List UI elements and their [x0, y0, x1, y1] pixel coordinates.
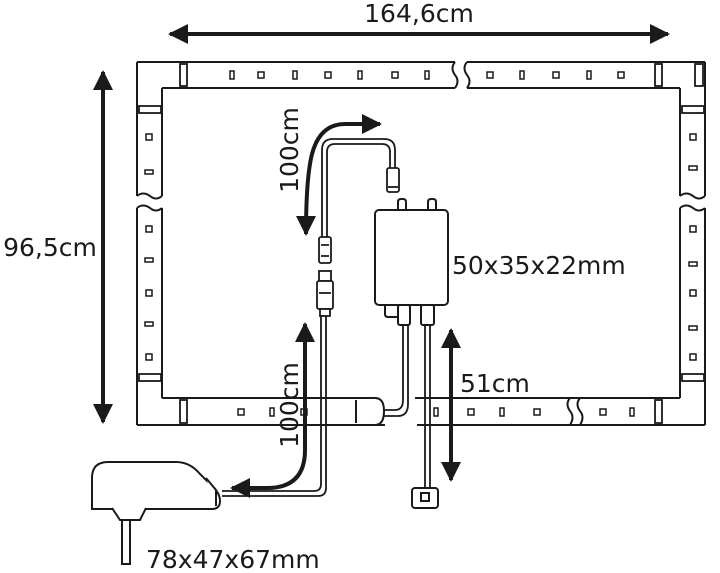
- led-chips-left: [144, 133, 154, 361]
- power-supply-label: 78x47x67mm: [146, 545, 320, 573]
- lower-cable-arrow: [230, 322, 315, 498]
- top-plug: [386, 167, 400, 193]
- upper-cable-arrow: [296, 114, 382, 236]
- power-supply: [91, 461, 222, 565]
- corner-connectors: [138, 63, 705, 424]
- dimension-arrows: [93, 24, 670, 498]
- controller-dimension-label: 50x35x22mm: [452, 251, 626, 280]
- sensor-module: [411, 487, 439, 509]
- height-label: 96,5cm: [3, 233, 97, 262]
- upper-cable-label: 100cm: [275, 107, 304, 193]
- led-chips-right: [688, 133, 698, 361]
- sensor-cable-label: 51cm: [460, 369, 530, 398]
- lower-cable-label: 100cm: [275, 362, 304, 448]
- led-strip-frame: [136, 61, 706, 426]
- strip-feed-end: [330, 397, 386, 426]
- width-label: 164,6cm: [364, 0, 474, 28]
- inline-connector-pair: [316, 236, 334, 317]
- led-chips-top: [229, 70, 625, 80]
- controller-box: [374, 198, 449, 326]
